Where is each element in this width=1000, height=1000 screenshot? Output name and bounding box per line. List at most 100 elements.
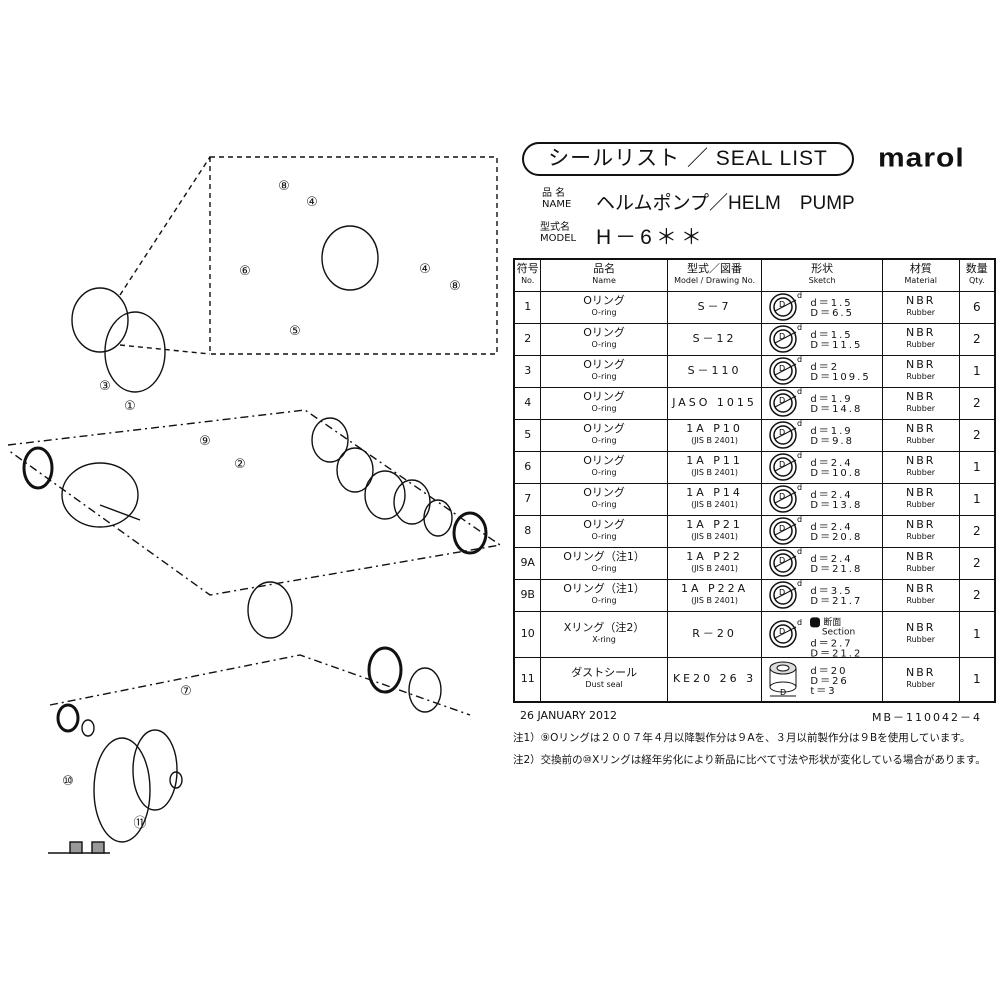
svg-text:d: d [797, 484, 802, 492]
callout-4b: ④ [419, 262, 431, 277]
callout-1: ① [124, 399, 136, 414]
quantity: 2 [958, 514, 996, 548]
o-ring-sketch-icon: Dd [769, 323, 802, 353]
o-ring-sketch-icon: Dd [769, 355, 802, 385]
svg-text:d: d [797, 324, 802, 332]
svg-text:D: D [779, 627, 785, 636]
callout-9: ⑨ [199, 434, 211, 449]
callout-2: ② [234, 457, 246, 472]
model-number: 1A P14(JIS B 2401) [666, 482, 763, 516]
callout-5: ⑤ [289, 324, 301, 339]
document-title: シールリスト ／ SEAL LIST [522, 142, 854, 176]
document-number: MB－110042－4 [872, 711, 983, 724]
product-name: ヘルムポンプ／HELM PUMP [596, 193, 855, 214]
model-number: KE20 26 3 [666, 656, 763, 703]
callout-8: ⑧ [278, 179, 290, 194]
quantity: 1 [958, 656, 996, 703]
svg-text:D: D [779, 492, 785, 501]
row-number: 1 [513, 290, 542, 324]
svg-text:d: d [797, 516, 802, 524]
part-name: Xリング（注2）X-ring [540, 610, 668, 658]
model-number: 1A P10(JIS B 2401) [666, 418, 763, 452]
svg-text:d: d [797, 420, 802, 428]
model-label-en: MODEL [540, 233, 577, 244]
callout-3: ③ [99, 379, 111, 394]
svg-text:d: d [797, 356, 802, 364]
svg-text:D: D [780, 688, 786, 697]
callout-11: ⑪ [133, 816, 146, 831]
svg-text:d: d [797, 452, 802, 460]
model-value: H－6＊＊ [596, 226, 706, 249]
svg-text:d: d [797, 292, 802, 300]
model-number: 1A P11(JIS B 2401) [666, 450, 763, 484]
o-ring-sketch-icon: Dd [769, 515, 802, 545]
detail-box [209, 156, 498, 355]
row-number: 7 [513, 482, 542, 516]
model-label: 型式名 MODEL [540, 222, 576, 244]
svg-text:d: d [797, 580, 802, 588]
svg-text:d: d [797, 619, 802, 627]
model-label-jp: 型式名 [540, 222, 570, 233]
o-ring-sketch-icon: Dd [769, 419, 802, 449]
row-number: 9B [513, 578, 542, 612]
svg-text:D: D [779, 364, 785, 373]
row-number: 4 [513, 386, 542, 420]
model-number: 1A P22A(JIS B 2401) [666, 578, 763, 612]
quantity: 2 [958, 546, 996, 580]
model-number: 1A P21(JIS B 2401) [666, 514, 763, 548]
note-2: 注2）交換前の⑩Xリングは経年劣化により新品に比べて寸法や形状が変化している場合… [513, 754, 986, 766]
svg-text:D: D [779, 588, 785, 597]
exploded-view-drawing: ⑧ ④ ⑥ ⑤ ④ ⑧ ③ ① ⑨ ② ⑦ ⑩ ⑪ [7, 156, 502, 854]
svg-text:d: d [797, 388, 802, 396]
quantity: 6 [958, 290, 996, 324]
name-label-jp: 品 名 [542, 188, 566, 199]
row-number: 6 [513, 450, 542, 484]
row-number: 3 [513, 354, 542, 388]
section-outline [7, 409, 502, 596]
name-label: 品 名 NAME [542, 188, 571, 210]
pump-housing [71, 287, 129, 353]
quantity: 2 [958, 322, 996, 356]
quantity: 2 [958, 578, 996, 612]
row-number: 10 [513, 610, 542, 658]
o-ring-sketch-icon: Dd [769, 451, 802, 481]
model-number: S－110 [666, 354, 763, 388]
part-name: Oリング（注1）O-ring [540, 546, 668, 580]
callout-4: ④ [306, 195, 318, 210]
model-number: 1A P22(JIS B 2401) [666, 546, 763, 580]
svg-text:d: d [797, 548, 802, 556]
dust-seal-sketch-icon: D [769, 661, 797, 697]
svg-text:D: D [779, 556, 785, 565]
document-date: 26 JANUARY 2012 [520, 709, 618, 722]
quantity: 1 [958, 354, 996, 388]
